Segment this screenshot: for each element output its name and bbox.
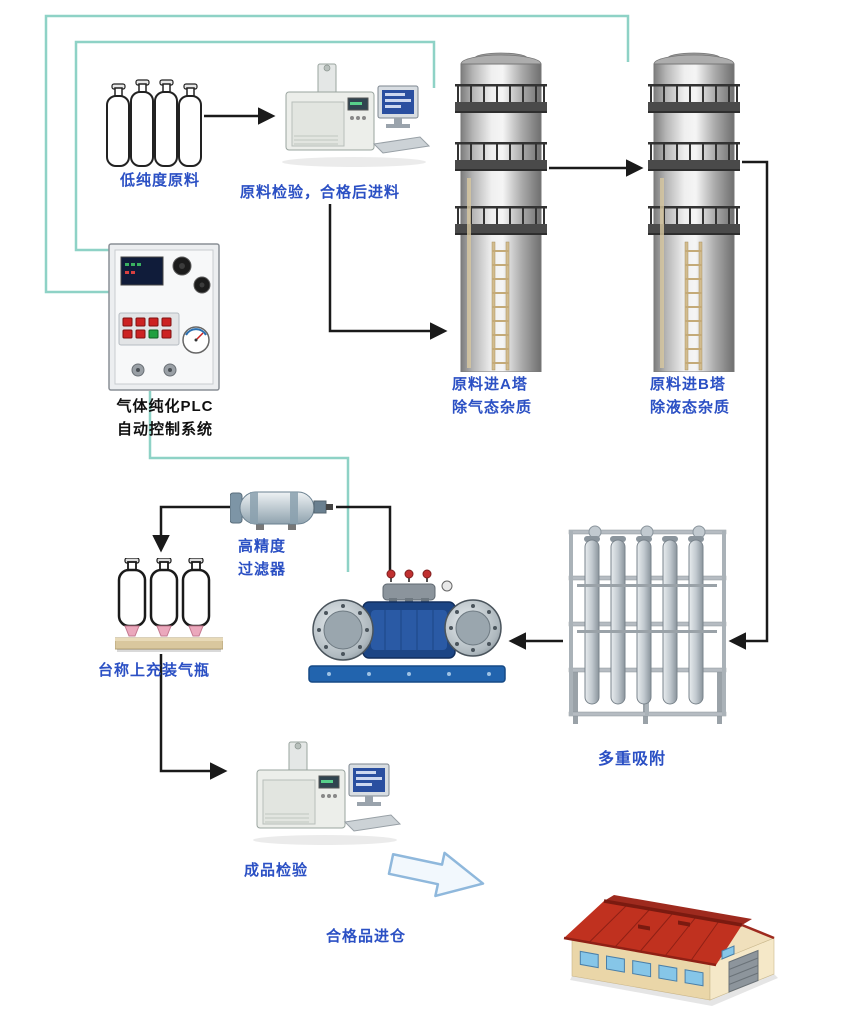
product-inspection-chromatograph-illustration [240, 740, 410, 846]
plc-cabinet-illustration [108, 243, 220, 391]
label-adsorption: 多重吸附 [598, 751, 667, 768]
flow-scale-to-product-inspection [159, 654, 228, 780]
label-scale-cylinders: 台称上充装气瓶 [98, 662, 211, 679]
warehouse-roof [564, 901, 742, 965]
gas-cylinder-icon [130, 79, 154, 167]
label-filter: 高精度 过滤器 [238, 538, 287, 578]
label-product-inspection: 成品检验 [244, 862, 309, 879]
tower-platform [455, 142, 547, 171]
adsorption-column [584, 536, 600, 705]
label-raw-cylinders: 低纯度原料 [119, 172, 200, 189]
flow-filter-to-scale [152, 505, 232, 553]
raw-gas-cylinders-illustration [106, 76, 202, 168]
adsorption-column [662, 536, 678, 705]
label-plc: 气体纯化PLC 自动控制系统 [116, 398, 214, 438]
gable-window [721, 945, 735, 960]
control-line-inspection [74, 40, 436, 252]
label-tower-b: 原料进B塔 除液态杂质 [650, 376, 731, 416]
control-line-compressor [148, 391, 350, 572]
filter-illustration [230, 486, 334, 532]
tower-platform [648, 142, 740, 171]
gas-cylinder-icon [178, 83, 202, 167]
compressor-illustration [305, 568, 510, 690]
warehouse-door [728, 949, 759, 993]
gas-cylinder-icon [117, 558, 147, 637]
label-raw-inspection: 原料检验，合格后进料 [240, 184, 401, 201]
adsorption-column [688, 536, 704, 705]
keyboard-icon [343, 814, 402, 832]
tower-platform [455, 84, 547, 113]
keyboard-icon [372, 136, 430, 154]
pressure-gauge-icon [182, 326, 210, 354]
tower-ladder [491, 241, 510, 371]
big-flow-arrow-icon [383, 836, 492, 912]
adsorption-unit-illustration [565, 522, 730, 727]
adsorption-column [636, 536, 652, 705]
flow-tower-b-to-adsorption [728, 160, 769, 650]
adsorption-column [610, 536, 626, 705]
warehouse-windows [579, 950, 704, 987]
label-tower-a: 原料进A塔 除气态杂质 [452, 376, 533, 416]
flow-inspection-to-tower-a [328, 204, 448, 340]
gas-cylinder-icon [149, 558, 179, 637]
label-warehouse: 合格品进仓 [326, 928, 407, 945]
flow-compressor-to-filter [336, 505, 392, 572]
tower-b-illustration [648, 50, 740, 372]
raw-inspection-chromatograph-illustration [278, 62, 430, 168]
gas-cylinder-icon [106, 83, 130, 167]
tower-platform [455, 206, 547, 235]
tower-platform [648, 84, 740, 113]
tower-a-illustration [455, 50, 547, 372]
gas-cylinder-icon [181, 558, 211, 637]
control-line-top [44, 14, 630, 294]
tower-ladder [684, 241, 703, 371]
button-grid [122, 317, 172, 339]
gas-cylinder-icon [154, 79, 178, 167]
warehouse-illustration [562, 848, 794, 1016]
scale-cylinders-illustration [115, 558, 223, 654]
